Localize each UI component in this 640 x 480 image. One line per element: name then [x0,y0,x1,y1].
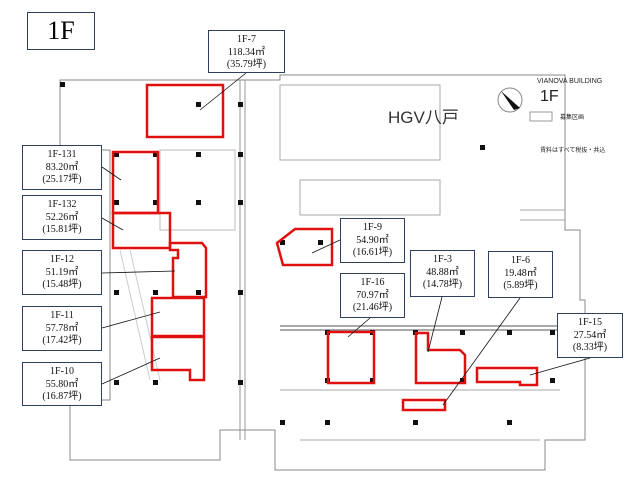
pillars [60,82,555,425]
unit-1f-16 [326,330,376,385]
building-name: HGV八戸 [388,108,459,127]
unit-1f-10 [150,335,206,382]
unit-1f-3 [414,331,467,385]
legend-label: 募集区画 [560,115,585,121]
unit-1f-12 [168,241,208,299]
unit-1f-11 [150,296,206,338]
unit-1f-7 [145,83,225,139]
unit-1f-6 [401,398,447,412]
building-floor: 1F [540,88,559,105]
compass-icon [497,87,523,113]
unit-1f-15 [475,366,539,387]
building-title: VIANOVA BUILDING [537,78,603,85]
rent-note: 賃料はすべて税抜・共込 [540,148,606,154]
unit-1f-132 [111,211,172,250]
unit-1f-9 [275,227,334,267]
floor-title: 1F [27,12,95,50]
vacant-units [111,83,539,412]
leader-lines [101,72,591,406]
unit-1f-131 [111,150,160,215]
legend-swatch [529,111,553,122]
